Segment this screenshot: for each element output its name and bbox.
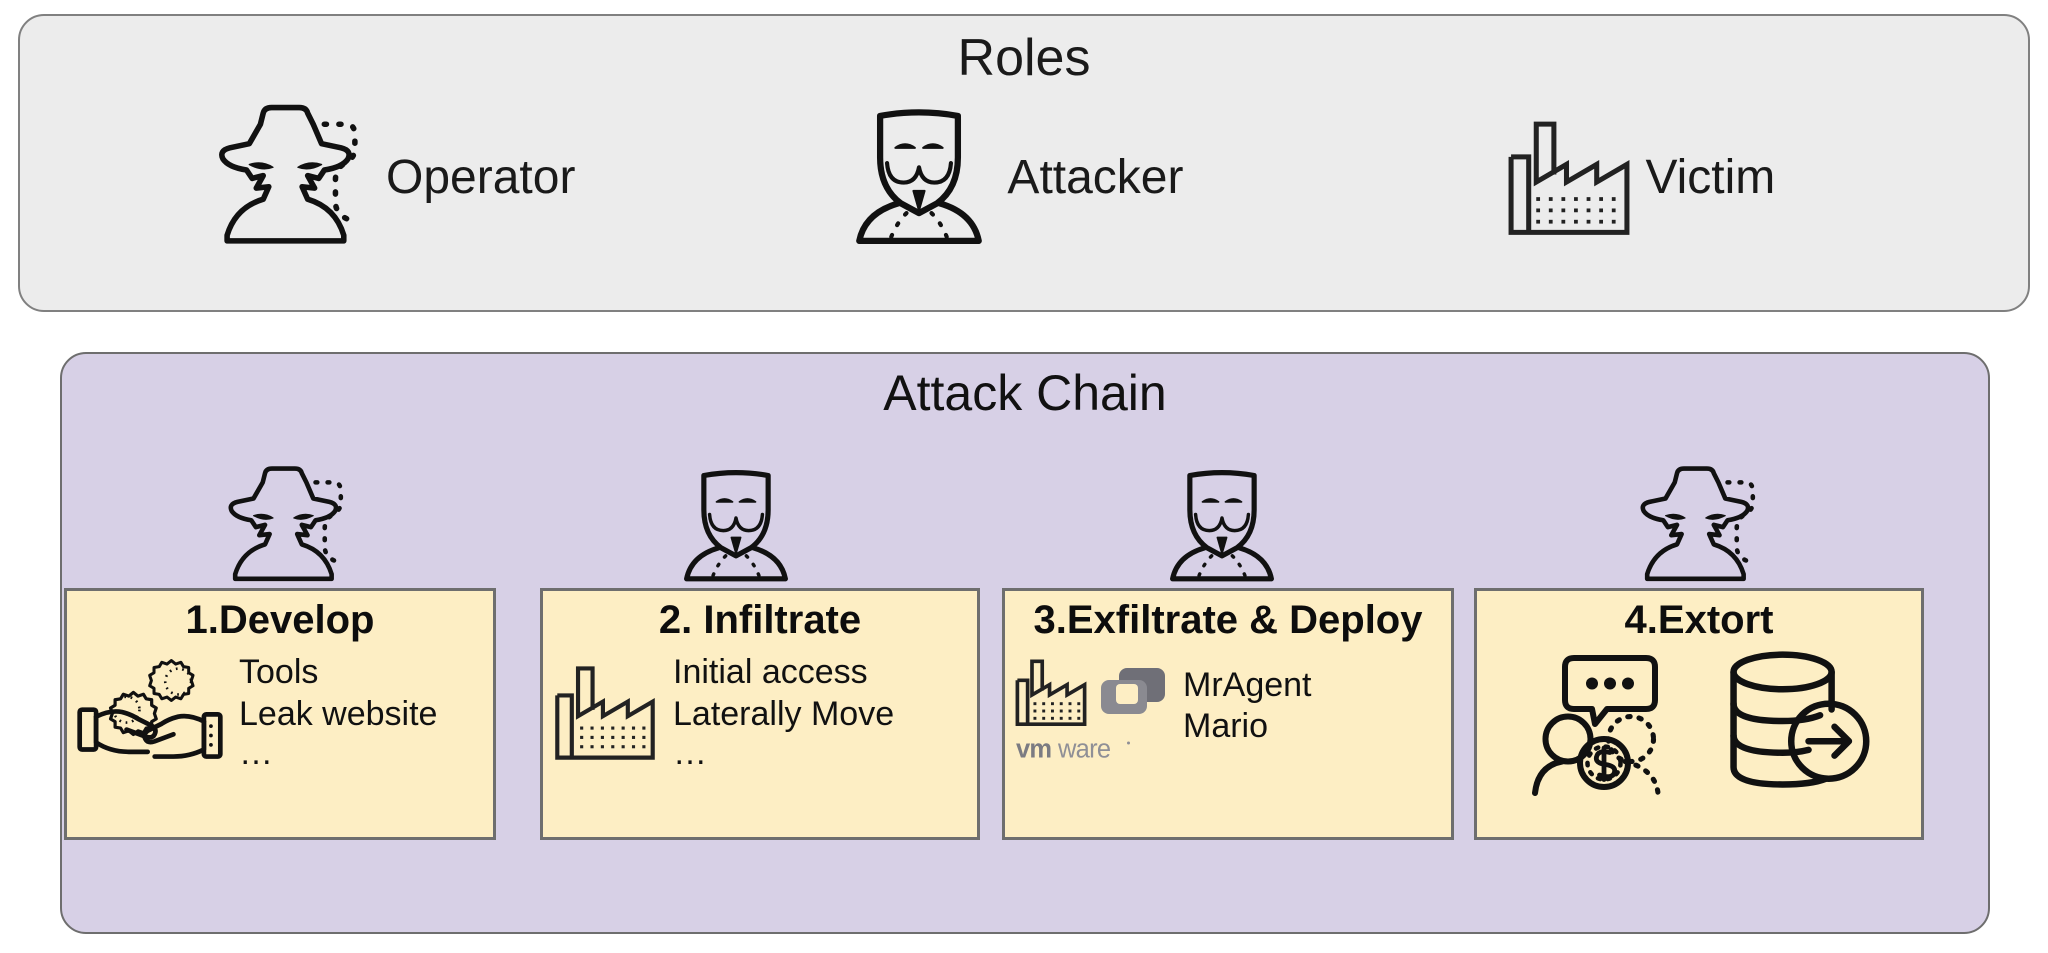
vmware-logo-mark-icon xyxy=(1097,664,1169,720)
factory-icon xyxy=(1013,652,1089,732)
hacker-fedora-icon xyxy=(206,102,376,252)
role-label-operator: Operator xyxy=(386,150,576,204)
svg-text:vm: vm xyxy=(1016,735,1051,763)
database-exfil-icon xyxy=(1722,646,1872,796)
step-2-card[interactable]: 2. Infiltrate xyxy=(540,588,980,840)
attack-chain-panel: Attack Chain xyxy=(60,352,1990,934)
step-3-title: 3.Exfiltrate & Deploy xyxy=(1033,598,1423,642)
step-3-card[interactable]: 3.Exfiltrate & Deploy xyxy=(1002,588,1454,840)
anonymous-mask-icon xyxy=(841,102,997,252)
anonymous-mask-icon xyxy=(670,464,802,588)
svg-text:ware: ware xyxy=(1057,735,1111,763)
vmware-wordmark-icon: vm ware xyxy=(1016,734,1166,763)
attack-step-3: 3.Exfiltrate & Deploy xyxy=(998,470,1466,840)
role-attacker: Attacker xyxy=(841,102,1183,252)
step-2-body: Initial access Laterally Move … xyxy=(551,652,969,772)
factory-icon xyxy=(1503,109,1635,245)
step-4-title: 4.Extort xyxy=(1624,598,1774,642)
step-1-line-1: Tools xyxy=(239,653,319,692)
step-2-lines: Initial access Laterally Move … xyxy=(673,652,894,772)
attack-step-1: 1.Develop xyxy=(62,466,534,840)
role-label-attacker: Attacker xyxy=(1007,150,1184,204)
role-operator: Operator xyxy=(206,102,575,252)
attack-chain-steps: 1.Develop xyxy=(62,354,1988,932)
attack-step-2: 2. Infiltrate xyxy=(540,470,992,840)
step-1-line-2: Leak website xyxy=(239,694,438,733)
step-1-ellipsis: … xyxy=(239,734,273,773)
step-3-line-1: MrAgent xyxy=(1183,665,1312,704)
roles-panel: Roles Operator xyxy=(18,14,2030,312)
hacker-fedora-icon xyxy=(1630,464,1770,588)
anonymous-mask-icon xyxy=(1156,464,1288,588)
step-3-body: vm ware MrAgent Mario xyxy=(1013,652,1443,763)
negotiation-money-icon xyxy=(1526,646,1694,797)
role-victim: Victim xyxy=(1503,109,1775,245)
step-1-title: 1.Develop xyxy=(185,598,375,642)
step-4-avatar xyxy=(1472,466,1932,588)
role-label-victim: Victim xyxy=(1645,150,1776,204)
step-1-card[interactable]: 1.Develop xyxy=(64,588,496,840)
step-3-avatar xyxy=(998,470,1466,588)
step-1-avatar xyxy=(62,466,534,588)
attack-chain-title: Attack Chain xyxy=(883,365,1167,421)
step-2-avatar xyxy=(540,470,992,588)
step-2-line-2: Laterally Move xyxy=(673,694,895,733)
step-3-icons: vm ware xyxy=(1013,652,1169,763)
roles-panel-title: Roles xyxy=(957,29,1091,87)
step-1-body: Tools Leak website … xyxy=(75,652,485,772)
step-3-line-2: Mario xyxy=(1183,707,1269,746)
factory-icon xyxy=(551,656,659,768)
step-2-title: 2. Infiltrate xyxy=(658,598,862,642)
attack-step-4: 4.Extort xyxy=(1472,466,1932,840)
step-3-lines: MrAgent Mario xyxy=(1183,665,1312,748)
hacker-fedora-icon xyxy=(218,464,358,588)
roles-row: Operator xyxy=(20,102,2028,252)
step-4-card[interactable]: 4.Extort xyxy=(1474,588,1924,840)
step-2-line-1: Initial access xyxy=(673,653,868,692)
step-1-lines: Tools Leak website … xyxy=(239,652,437,772)
hands-exchange-gears-icon xyxy=(75,658,225,766)
step-2-ellipsis: … xyxy=(673,734,707,773)
step-4-body xyxy=(1485,646,1913,797)
